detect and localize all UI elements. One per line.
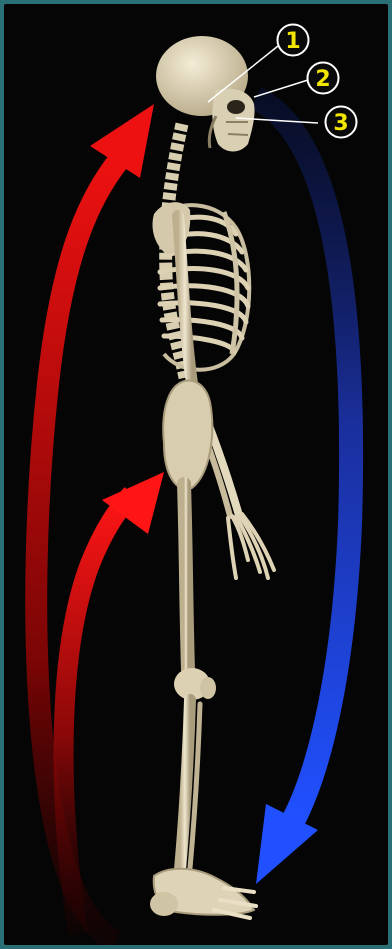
foot	[150, 869, 256, 918]
callout-1: 1	[278, 25, 309, 56]
femur	[184, 484, 188, 670]
callout-3-label: 3	[333, 111, 348, 136]
skeleton-diagram: 1 2 3	[4, 4, 388, 945]
diagram-canvas: 1 2 3	[4, 4, 388, 945]
callout-2-label: 2	[315, 67, 330, 92]
humerus	[178, 216, 192, 384]
skull	[156, 36, 255, 152]
blue-down-arrow-icon	[256, 98, 351, 884]
hand	[228, 514, 274, 578]
callout-1-label: 1	[285, 29, 300, 54]
callout-3: 3	[326, 107, 357, 138]
skeleton-figure	[150, 36, 274, 918]
pelvis	[163, 381, 212, 490]
lower-leg	[180, 700, 200, 870]
callout-2: 2	[308, 63, 339, 94]
red-short-up-arrow-icon	[64, 472, 164, 934]
knee	[174, 668, 216, 700]
